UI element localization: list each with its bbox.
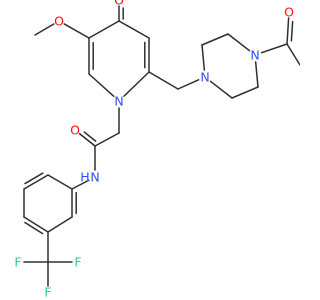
amide-hydrogen-label: H bbox=[80, 170, 89, 185]
piperazine-nitrogen-label: N bbox=[200, 70, 209, 85]
bond-ph3-ph4-line-b bbox=[24, 221, 44, 235]
fluorine-label-left: F bbox=[14, 255, 21, 270]
bond-n_am-ph1 bbox=[71, 179, 90, 190]
bond-ac_c-ac_o-line-b bbox=[290, 20, 294, 42]
molecule-structure-diagram: O O N N N O O N F F F H bbox=[14, 0, 300, 300]
bond-pz4-np1 bbox=[209, 80, 233, 99]
bond-c4-c3 bbox=[118, 20, 150, 39]
bond-ch2r-np1 bbox=[177, 79, 200, 90]
pyridinone-nitrogen-label: N bbox=[114, 94, 123, 109]
bond-c2-ch2r bbox=[148, 71, 179, 90]
bond-c6-n1 bbox=[88, 73, 115, 98]
bond-o5-me5 bbox=[34, 23, 55, 36]
bond-ac_c-ac_o-line-a bbox=[286, 17, 290, 45]
bond-c2-n1 bbox=[123, 71, 150, 97]
bond-pz1-pz2 bbox=[201, 33, 229, 46]
atom-label-layer: O O N N N O O N F F F H bbox=[14, 0, 294, 300]
bond-ch2a-c_am bbox=[94, 132, 120, 147]
bond-ph2-ph3 bbox=[47, 216, 73, 233]
ketone-oxygen-label: O bbox=[114, 0, 124, 8]
fluorine-label-bottom: F bbox=[44, 285, 51, 300]
acetyl-oxygen-label: O bbox=[284, 5, 294, 20]
bond-c_am-o_am-line-a bbox=[78, 133, 96, 147]
fluorine-label-right: F bbox=[74, 255, 81, 270]
bond-ac_c-ac_me bbox=[286, 43, 300, 66]
bond-ph5-ph6-line-a bbox=[23, 174, 49, 190]
bond-ph6-ph1 bbox=[47, 174, 73, 190]
bond-pz2-np4 bbox=[227, 33, 251, 52]
bond-np4-pz3 bbox=[254, 61, 259, 88]
bond-np4-ac_c bbox=[260, 43, 288, 54]
piperazine-acyl-nitrogen-label: N bbox=[250, 48, 259, 63]
methoxy-oxygen-label: O bbox=[54, 14, 64, 29]
amide-nitrogen-label: N bbox=[90, 170, 99, 185]
bond-np1-pz1 bbox=[201, 44, 206, 71]
bond-c5-o5 bbox=[63, 23, 90, 39]
bond-c_am-o_am-line-b bbox=[83, 131, 97, 142]
bond-ph3-ph4-line-a bbox=[23, 216, 49, 233]
amide-oxygen-label: O bbox=[70, 123, 80, 138]
bond-ph5-ph6-line-b bbox=[24, 172, 44, 185]
bond-layer bbox=[23, 5, 300, 287]
bond-c4-c5 bbox=[88, 20, 120, 39]
bond-pz3-pz4 bbox=[231, 86, 259, 99]
